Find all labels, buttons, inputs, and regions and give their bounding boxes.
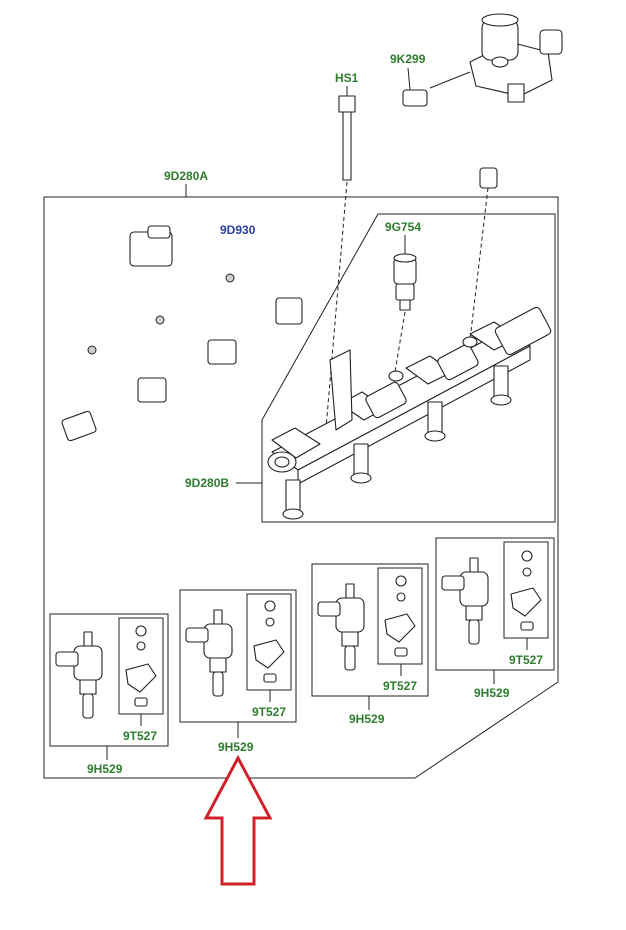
wiring-harness — [55, 225, 303, 442]
label-9g754: 9G754 — [385, 220, 421, 234]
fuel-pipe — [398, 67, 498, 341]
label-9h529-kit3: 9H529 — [349, 712, 385, 726]
injector-kit-3 — [311, 563, 429, 710]
label-9t527-kit1: 9T527 — [123, 729, 157, 743]
injector-kit-2 — [179, 589, 297, 738]
label-9d280b: 9D280B — [185, 476, 229, 490]
label-9t527-kit3: 9T527 — [383, 679, 417, 693]
label-9h529-kit2: 9H529 — [218, 740, 254, 754]
injector-kit-4 — [435, 537, 555, 684]
pressure-sensor — [393, 235, 417, 373]
high-pressure-pump — [429, 13, 563, 103]
label-hs1: HS1 — [335, 71, 359, 85]
red-arrow — [203, 754, 273, 886]
label-9h529-kit1: 9H529 — [87, 762, 123, 776]
label-9t527-kit2: 9T527 — [252, 705, 286, 719]
label-9d930: 9D930 — [220, 223, 256, 237]
label-9d280a: 9D280A — [164, 169, 208, 183]
label-9k299: 9K299 — [390, 52, 426, 66]
fuel-rail — [267, 306, 552, 520]
label-9t527-kit4: 9T527 — [509, 653, 543, 667]
injector-kit-1 — [49, 613, 169, 760]
label-9h529-kit4: 9H529 — [474, 686, 510, 700]
assembly-outline — [43, 196, 559, 779]
fuel-rail-box — [261, 213, 556, 523]
bolt — [324, 86, 356, 441]
